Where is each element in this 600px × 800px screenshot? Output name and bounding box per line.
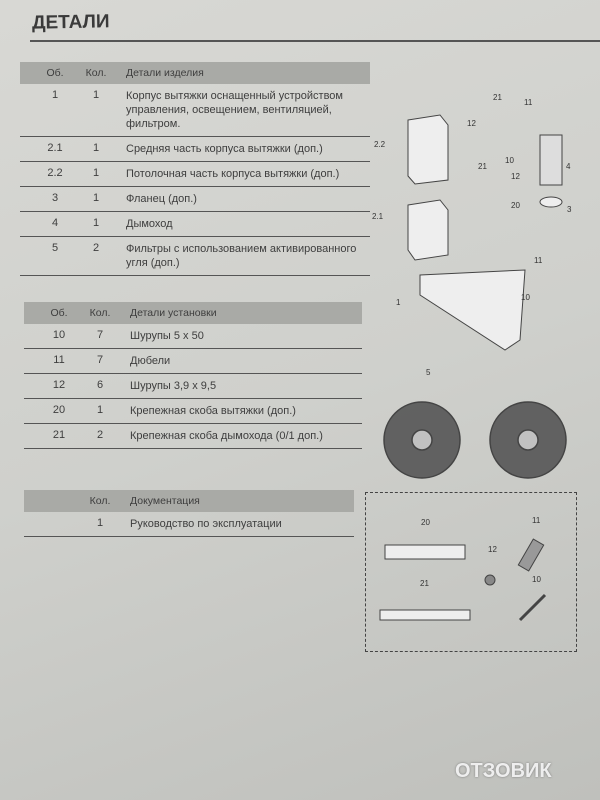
item-desc: Корпус вытяжки оснащенный устройством уп… — [126, 90, 343, 130]
item-desc: Шурупы 5 x 50 — [130, 330, 204, 342]
label-2-2: 2.2 — [374, 140, 386, 149]
label-5: 5 — [426, 368, 431, 377]
label-12: 12 — [467, 119, 476, 128]
page-title: ДЕТАЛИ — [31, 11, 110, 34]
table-row: 1 Руководство по эксплуатации — [24, 512, 354, 537]
item-qty: 1 — [92, 167, 100, 179]
header-cell: Кол. — [85, 67, 107, 79]
label-10: 10 — [505, 156, 514, 165]
item-number: 11 — [53, 354, 65, 366]
item-desc: Крепежная скоба вытяжки (доп.) — [130, 405, 296, 417]
label-10b: 10 — [521, 293, 530, 302]
item-desc: Потолочная часть корпуса вытяжки (доп.) — [126, 168, 340, 180]
item-number: 12 — [52, 379, 66, 391]
table-row: 12 6 Шурупы 3,9 x 9,5 — [24, 374, 362, 399]
table-row: 3 1 Фланец (доп.) — [20, 187, 370, 212]
label-1: 1 — [396, 298, 401, 307]
label-11b: 11 — [534, 256, 543, 265]
label-box-10: 10 — [532, 575, 541, 584]
documentation-table: Кол. Документация 1 Руководство по эксплуат… — [24, 490, 354, 537]
item-qty: 1 — [92, 192, 100, 204]
product-parts-table: Об. Кол. Детали изделия 1 1 Корпус вытяжки ос… — [20, 62, 370, 276]
item-qty: 1 — [92, 89, 100, 101]
item-number: 4 — [51, 217, 59, 229]
item-number — [24, 517, 82, 531]
label-2-1: 2.1 — [372, 212, 384, 221]
item-number: 1 — [51, 89, 59, 101]
table-row: 11 7 Дюбели — [24, 349, 362, 374]
item-number: 20 — [52, 404, 66, 416]
item-qty: 7 — [96, 329, 104, 341]
label-4: 4 — [566, 162, 571, 171]
item-qty: 1 — [92, 217, 100, 229]
install-parts-diagram — [379, 538, 547, 622]
item-desc: Руководство по эксплуатации — [130, 518, 282, 530]
table-row: 10 7 Шурупы 5 x 50 — [24, 324, 362, 349]
table-row: 2.2 1 Потолочная часть корпуса вытяжки (до… — [20, 162, 370, 187]
item-number: 3 — [51, 192, 59, 204]
title-rule — [30, 40, 600, 42]
item-qty: 6 — [96, 379, 104, 391]
label-3: 3 — [567, 205, 572, 214]
item-number: 10 — [52, 329, 66, 341]
item-number: 2.1 — [47, 142, 63, 154]
label-12b: 12 — [511, 172, 520, 181]
item-desc: Фланец (доп.) — [126, 193, 197, 205]
item-qty: 2 — [96, 429, 104, 441]
table-header: Кол. Документация — [24, 490, 354, 512]
item-qty: 2 — [92, 242, 100, 254]
header-cell: Кол. — [89, 495, 111, 507]
table-header: Об. Кол. Детали изделия — [20, 62, 370, 84]
item-number: 2.2 — [47, 167, 63, 179]
header-cell: Кол. — [89, 307, 111, 319]
item-desc: Средняя часть корпуса вытяжки (доп.) — [126, 143, 323, 155]
header-cell: Детали изделия — [126, 67, 204, 79]
item-desc: Дюбели — [130, 355, 171, 367]
label-box-21: 21 — [420, 579, 429, 588]
label-11: 11 — [524, 98, 533, 107]
item-desc: Шурупы 3,9 x 9,5 — [130, 380, 217, 392]
table-header: Об. Кол. Детали установки — [24, 302, 362, 324]
item-qty: 1 — [96, 404, 104, 416]
item-desc: Крепежная скоба дымохода (0/1 доп.) — [130, 430, 323, 442]
watermark-logo: ОТЗОВИК — [455, 760, 552, 782]
header-cell: Детали установки — [130, 307, 217, 319]
item-number: 5 — [51, 242, 59, 254]
install-parts-box — [365, 492, 577, 652]
label-box-12: 12 — [488, 545, 497, 554]
item-number: 21 — [52, 429, 66, 441]
item-desc: Дымоход — [126, 218, 173, 230]
table-row: 5 2 Фильтры с использованием активированно… — [20, 237, 370, 276]
item-qty: 1 — [92, 142, 100, 154]
header-cell: Об. — [46, 67, 64, 79]
header-cell: Документация — [130, 495, 200, 507]
label-box-11: 11 — [532, 516, 541, 525]
table-row: 2.1 1 Средняя часть корпуса вытяжки (доп.) — [20, 137, 370, 162]
header-cell: Об. — [50, 307, 68, 319]
item-desc: Фильтры с использованием активированного… — [126, 243, 357, 269]
item-qty: 1 — [96, 517, 104, 529]
exploded-hood-diagram — [383, 114, 567, 479]
label-20: 20 — [511, 201, 520, 210]
table-row: 4 1 Дымоход — [20, 212, 370, 237]
label-21b: 21 — [478, 162, 487, 171]
label-21: 21 — [493, 93, 502, 102]
table-row: 1 1 Корпус вытяжки оснащенный устройством … — [20, 84, 370, 137]
table-row: 20 1 Крепежная скоба вытяжки (доп.) — [24, 399, 362, 424]
table-row: 21 2 Крепежная скоба дымохода (0/1 доп.) — [24, 424, 362, 449]
label-box-20: 20 — [421, 518, 430, 527]
item-qty: 7 — [96, 354, 104, 366]
